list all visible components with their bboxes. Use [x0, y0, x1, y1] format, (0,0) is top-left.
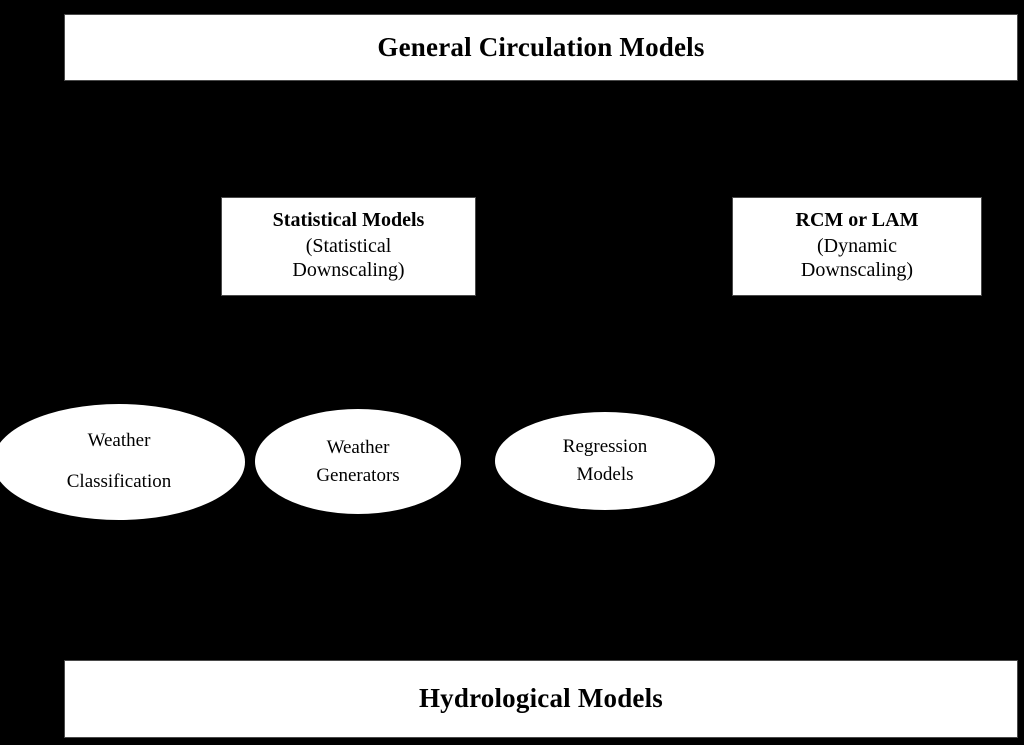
node-weather-generators[interactable]: Weather Generators	[255, 409, 461, 514]
weather-generators-line2: Generators	[316, 464, 400, 486]
hydrological-models-label: Hydrological Models	[418, 683, 664, 714]
rcm-or-lam-subtitle-line2: Downscaling)	[800, 258, 914, 281]
rcm-or-lam-subtitle: (Dynamic Downscaling)	[801, 234, 913, 282]
weather-generators-line1: Weather	[326, 436, 390, 458]
rcm-or-lam-subtitle-line1: (Dynamic	[817, 234, 897, 257]
regression-models-line2: Models	[576, 464, 634, 485]
statistical-models-subtitle-line1: (Statistical	[305, 234, 392, 257]
node-rcm-or-lam[interactable]: RCM or LAM (Dynamic Downscaling)	[732, 197, 982, 296]
node-statistical-models[interactable]: Statistical Models (Statistical Downscal…	[221, 197, 476, 296]
weather-classification-line2: Classification	[66, 471, 172, 492]
statistical-models-subtitle-line2: Downscaling)	[292, 258, 405, 281]
statistical-models-title: Statistical Models	[272, 209, 425, 232]
general-circulation-models-label: General Circulation Models	[377, 31, 705, 62]
node-general-circulation-models[interactable]: General Circulation Models	[64, 14, 1018, 81]
weather-classification-line1: Weather	[87, 430, 151, 452]
rcm-or-lam-title: RCM or LAM	[795, 209, 919, 232]
node-hydrological-models[interactable]: Hydrological Models	[64, 660, 1018, 738]
node-weather-classification[interactable]: Weather Classification	[0, 404, 245, 520]
node-regression-models[interactable]: Regression Models	[495, 412, 715, 510]
regression-models-line1: Regression	[562, 436, 648, 458]
statistical-models-subtitle: (Statistical Downscaling)	[292, 234, 404, 282]
